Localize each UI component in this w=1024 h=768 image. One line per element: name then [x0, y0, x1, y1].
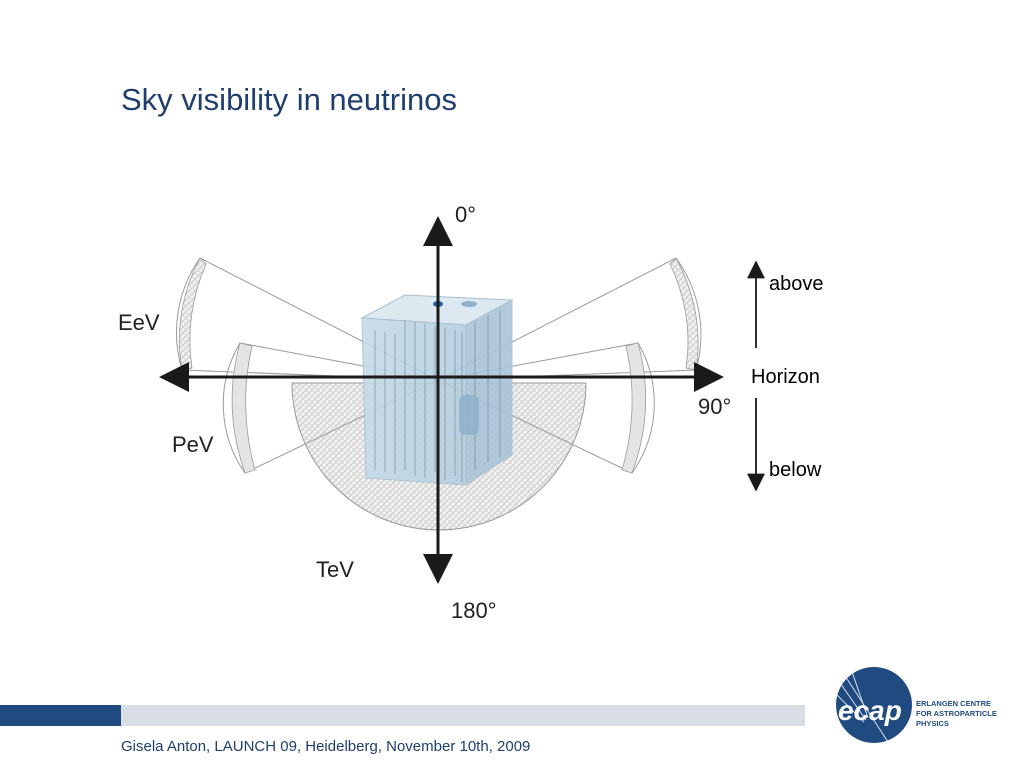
below-label: below [769, 459, 822, 481]
pev-left-cone [222, 342, 440, 474]
horizon-label: Horizon [751, 366, 820, 388]
pev-right-cone [436, 342, 655, 474]
energy-label-tev: TeV [316, 557, 354, 582]
angle-label-bottom: 180° [451, 598, 497, 623]
angle-label-top: 0° [455, 202, 476, 227]
energy-label-eev: EeV [118, 310, 160, 335]
angle-label-side: 90° [698, 394, 731, 419]
above-label: above [769, 273, 824, 295]
slide-title: Sky visibility in neutrinos [121, 82, 457, 117]
logo-line-2: FOR ASTROPARTICLE [916, 709, 997, 718]
energy-label-pev: PeV [172, 432, 214, 457]
logo-wordmark: ecap [838, 695, 902, 726]
logo-line-1: ERLANGEN CENTRE [916, 699, 991, 708]
ecap-logo: ecap ERLANGEN CENTRE FOR ASTROPARTICLE P… [833, 665, 997, 743]
footer-text: Gisela Anton, LAUNCH 09, Heidelberg, Nov… [121, 738, 531, 755]
footer-bar-accent [0, 705, 121, 726]
footer-bar [121, 705, 805, 726]
logo-line-3: PHYSICS [916, 719, 949, 728]
detector-cube [360, 294, 514, 486]
